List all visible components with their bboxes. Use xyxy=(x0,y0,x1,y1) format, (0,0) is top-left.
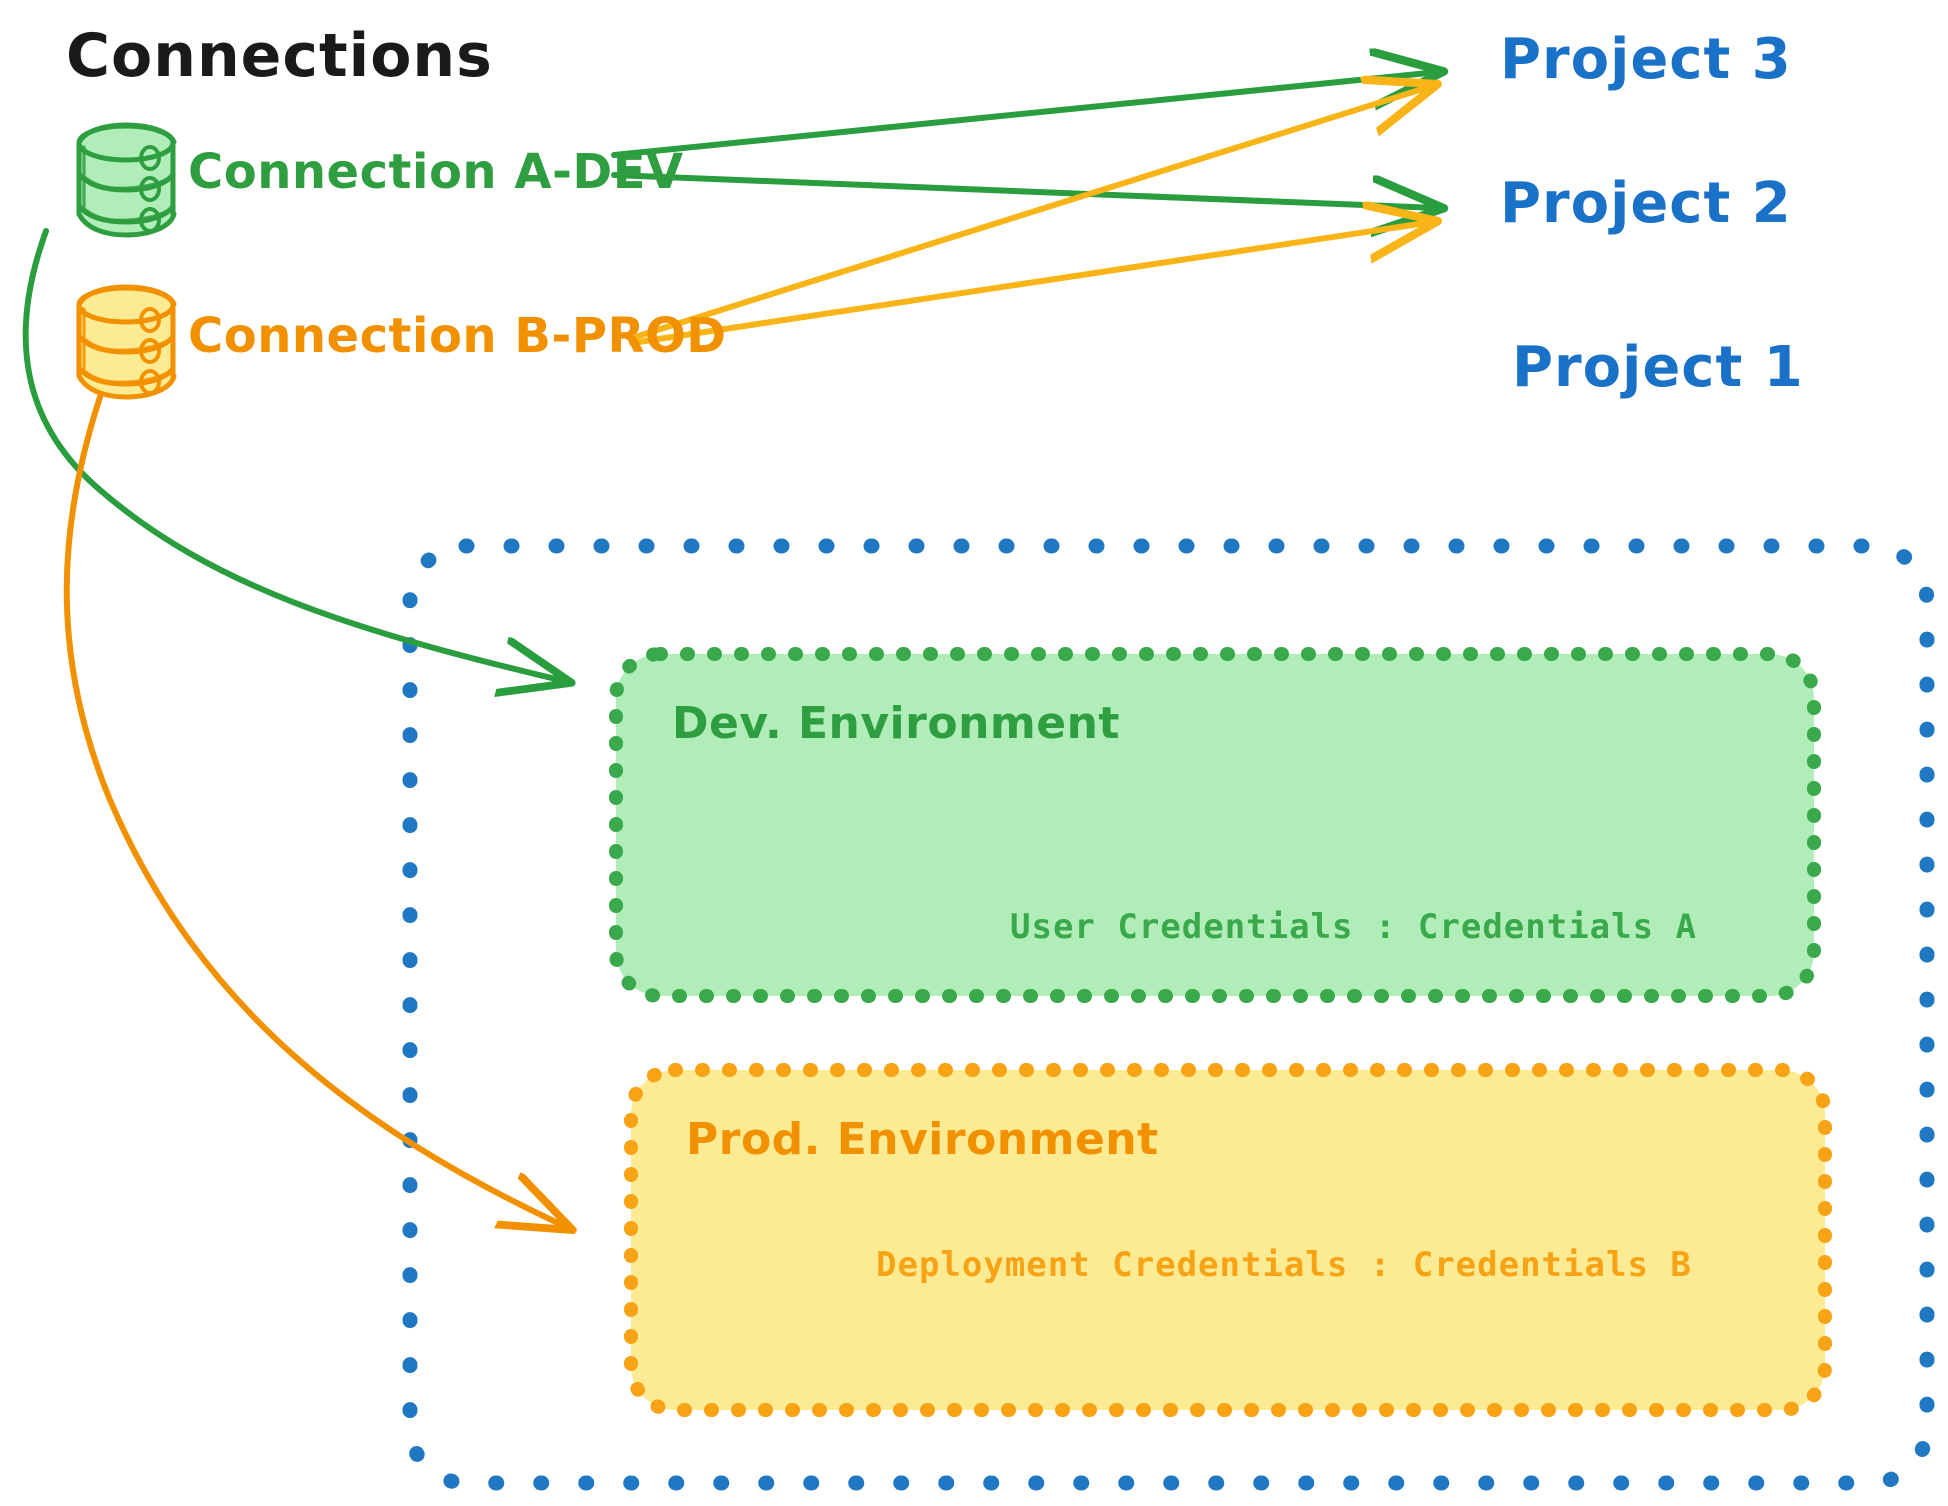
database-icon-b-prod[interactable] xyxy=(76,284,177,400)
database-icon-a-dev[interactable] xyxy=(76,122,177,238)
prod-environment-box[interactable] xyxy=(624,1063,1832,1417)
project-label-project-1[interactable]: Project 1 xyxy=(1512,335,1804,400)
dev-environment-title: Dev. Environment xyxy=(672,698,1120,749)
prod-environment-title: Prod. Environment xyxy=(686,1114,1159,1165)
edge-b-prod-to-project-3 xyxy=(629,86,1432,341)
edge-a-dev-to-dev-environment xyxy=(22,228,560,680)
project-label-project-3[interactable]: Project 3 xyxy=(1500,27,1792,92)
connection-label-a-dev[interactable]: Connection A-DEV xyxy=(188,144,684,200)
prod-environment-credentials: Deployment Credentials : Credentials B xyxy=(876,1245,1692,1285)
edge-b-prod-to-prod-environment xyxy=(63,394,562,1225)
diagram-title: Connections xyxy=(66,21,493,91)
edge-a-dev-to-project-3 xyxy=(611,72,1438,158)
edge-a-dev-to-project-2 xyxy=(611,172,1438,208)
project-1-boundary xyxy=(402,538,1935,1491)
edge-b-prod-to-project-2 xyxy=(629,222,1432,346)
connection-label-b-prod[interactable]: Connection B-PROD xyxy=(188,308,727,364)
dev-environment-box[interactable] xyxy=(609,647,1821,1003)
dev-environment-credentials: User Credentials : Credentials A xyxy=(1010,907,1698,947)
project-label-project-2[interactable]: Project 2 xyxy=(1500,171,1792,236)
